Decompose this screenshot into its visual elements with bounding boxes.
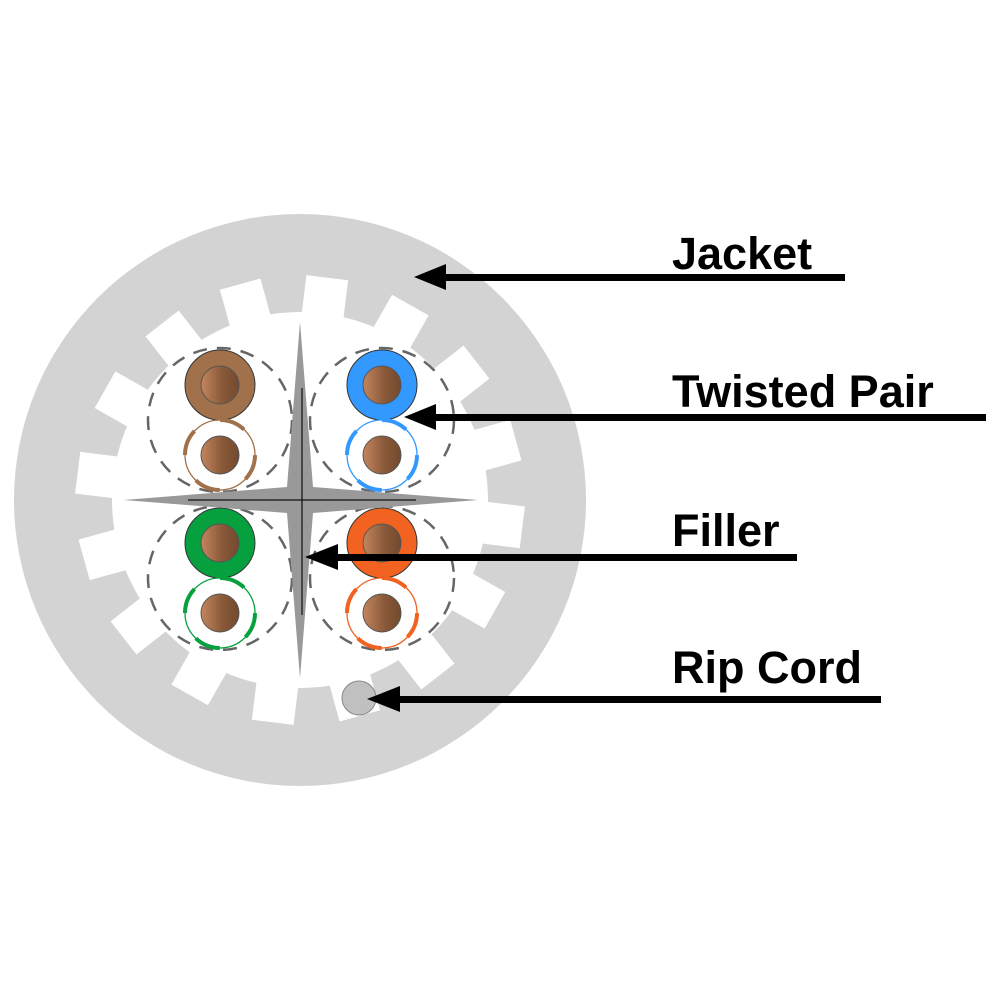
jacket-notch xyxy=(78,528,129,581)
copper-conductor xyxy=(200,365,240,405)
pair-blue xyxy=(308,346,456,494)
arrowhead-icon xyxy=(404,404,436,430)
copper-conductor xyxy=(362,365,402,405)
copper-conductor xyxy=(200,523,240,563)
jacket-notch xyxy=(75,451,120,499)
jacket-notch xyxy=(449,572,506,629)
leader-arrows xyxy=(305,264,986,712)
copper-conductor xyxy=(362,435,402,475)
twisted-pairs xyxy=(146,346,456,652)
wire-stripe xyxy=(183,418,257,492)
jacket-notch xyxy=(171,649,228,706)
jacket-arrow xyxy=(414,264,845,290)
copper-conductor xyxy=(200,435,240,475)
pair-boundary xyxy=(146,346,294,494)
pair-brown xyxy=(146,346,294,494)
jacket-notch xyxy=(110,596,168,655)
filler-cross xyxy=(124,322,478,678)
jacket-notch xyxy=(471,419,522,472)
jacket-notch xyxy=(251,680,299,725)
wire-stripe xyxy=(183,576,257,650)
copper-conductor xyxy=(200,593,240,633)
arrowhead-icon xyxy=(414,264,446,290)
rip-cord-label: Rip Cord xyxy=(672,642,862,693)
jacket-notch xyxy=(145,310,204,368)
jacket-notch xyxy=(480,501,525,549)
rip-cord-arrow xyxy=(367,686,881,712)
pair-green xyxy=(146,504,294,652)
jacket-notch xyxy=(94,371,151,428)
jacket-notch xyxy=(219,278,272,329)
filler-label: Filler xyxy=(672,505,780,556)
jacket-notch xyxy=(301,275,349,320)
jacket-notch xyxy=(432,345,490,404)
copper-conductor xyxy=(362,593,402,633)
jacket-label: Jacket xyxy=(672,228,813,279)
twisted-pair-label: Twisted Pair xyxy=(672,366,934,417)
jacket-notch xyxy=(396,632,455,690)
twisted-pair-arrow xyxy=(404,404,986,430)
arrowhead-icon xyxy=(305,544,338,570)
copper-conductor xyxy=(362,523,402,563)
wire-stripe xyxy=(345,576,419,650)
wire-stripe xyxy=(345,418,419,492)
jacket-notch xyxy=(372,294,429,351)
arrowhead-icon xyxy=(367,686,400,712)
filler-arrow xyxy=(305,544,797,570)
